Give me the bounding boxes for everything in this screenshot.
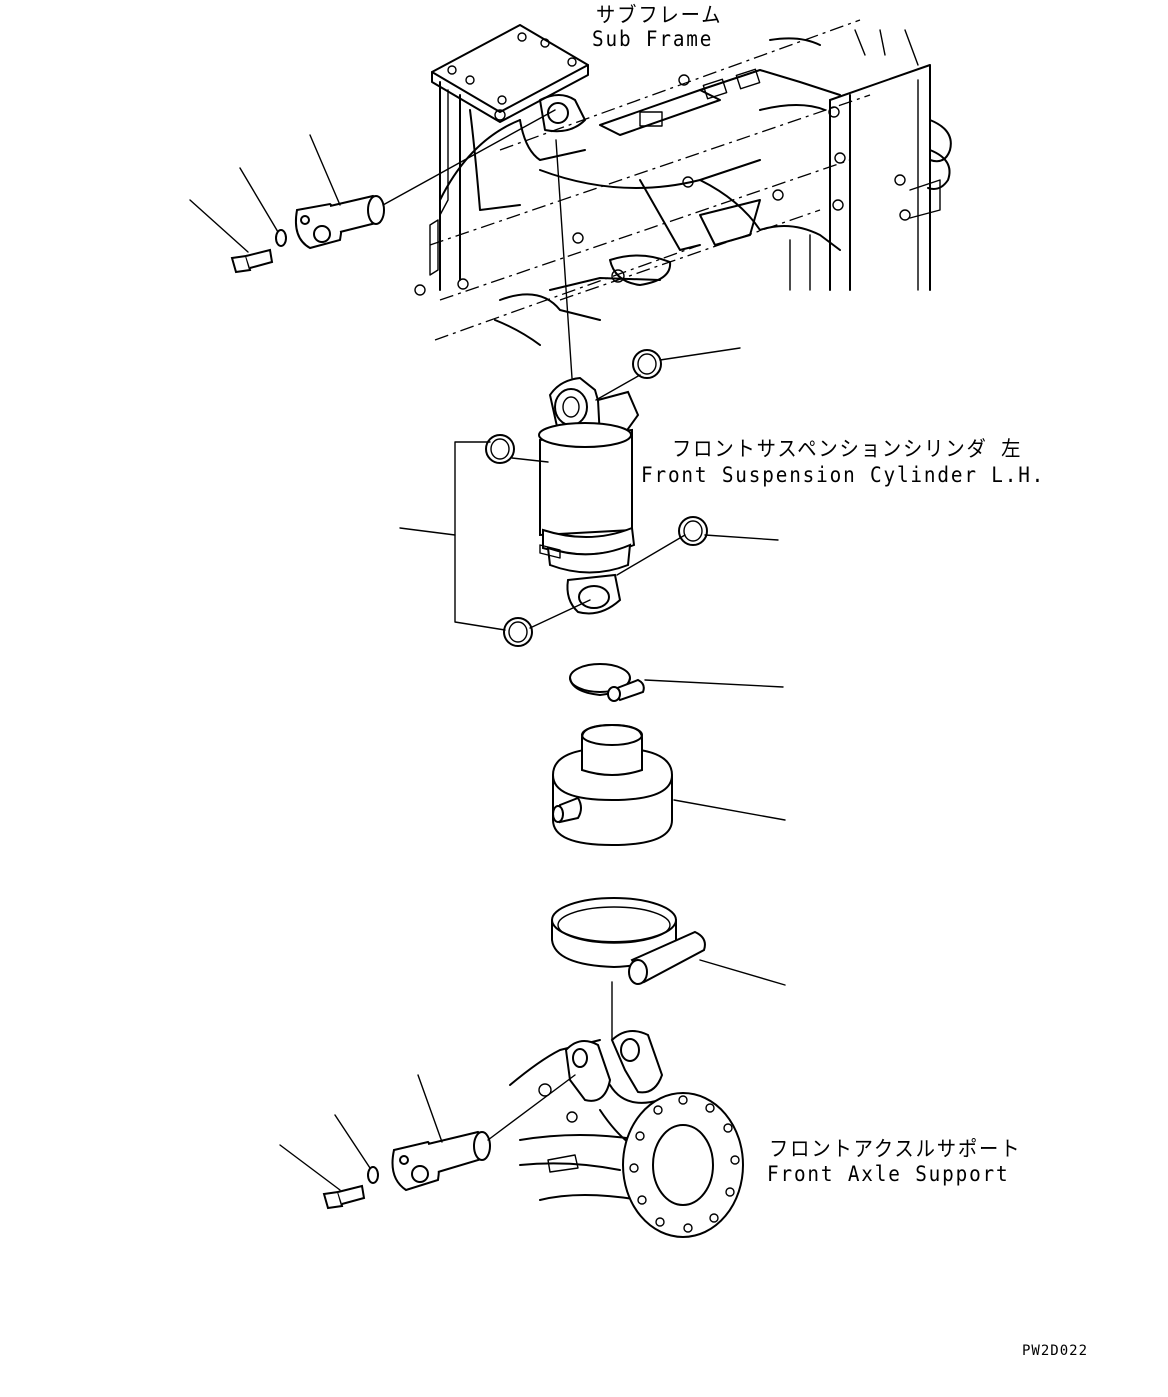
- axle-support-label-jp: フロントアクスルサポート: [769, 1137, 1022, 1161]
- front-axle-support: [509, 1030, 744, 1238]
- upper-mounting-pin: [294, 194, 385, 250]
- hose-clamp: [569, 663, 645, 702]
- upper-washer: [275, 229, 287, 247]
- sub-frame-label-jp: サブフレーム: [596, 3, 723, 27]
- drawing-code: PW2D022: [1022, 1343, 1089, 1359]
- boot-clamp: [551, 897, 706, 985]
- front-suspension-cylinder: [538, 376, 640, 615]
- sub-frame-label-en: Sub Frame: [592, 27, 714, 51]
- upper-bolt: [230, 248, 274, 274]
- lower-bolt: [322, 1184, 366, 1210]
- cylinder-label-jp: フロントサスペンションシリンダ 左: [672, 437, 1023, 461]
- sub-frame: [414, 19, 952, 346]
- cylinder-label-en: Front Suspension Cylinder L.H.: [641, 463, 1046, 487]
- lower-mounting-pin: [391, 1130, 491, 1192]
- lower-washer: [367, 1166, 379, 1184]
- axle-support-label-en: Front Axle Support: [767, 1162, 1010, 1186]
- dust-boot: [552, 723, 673, 847]
